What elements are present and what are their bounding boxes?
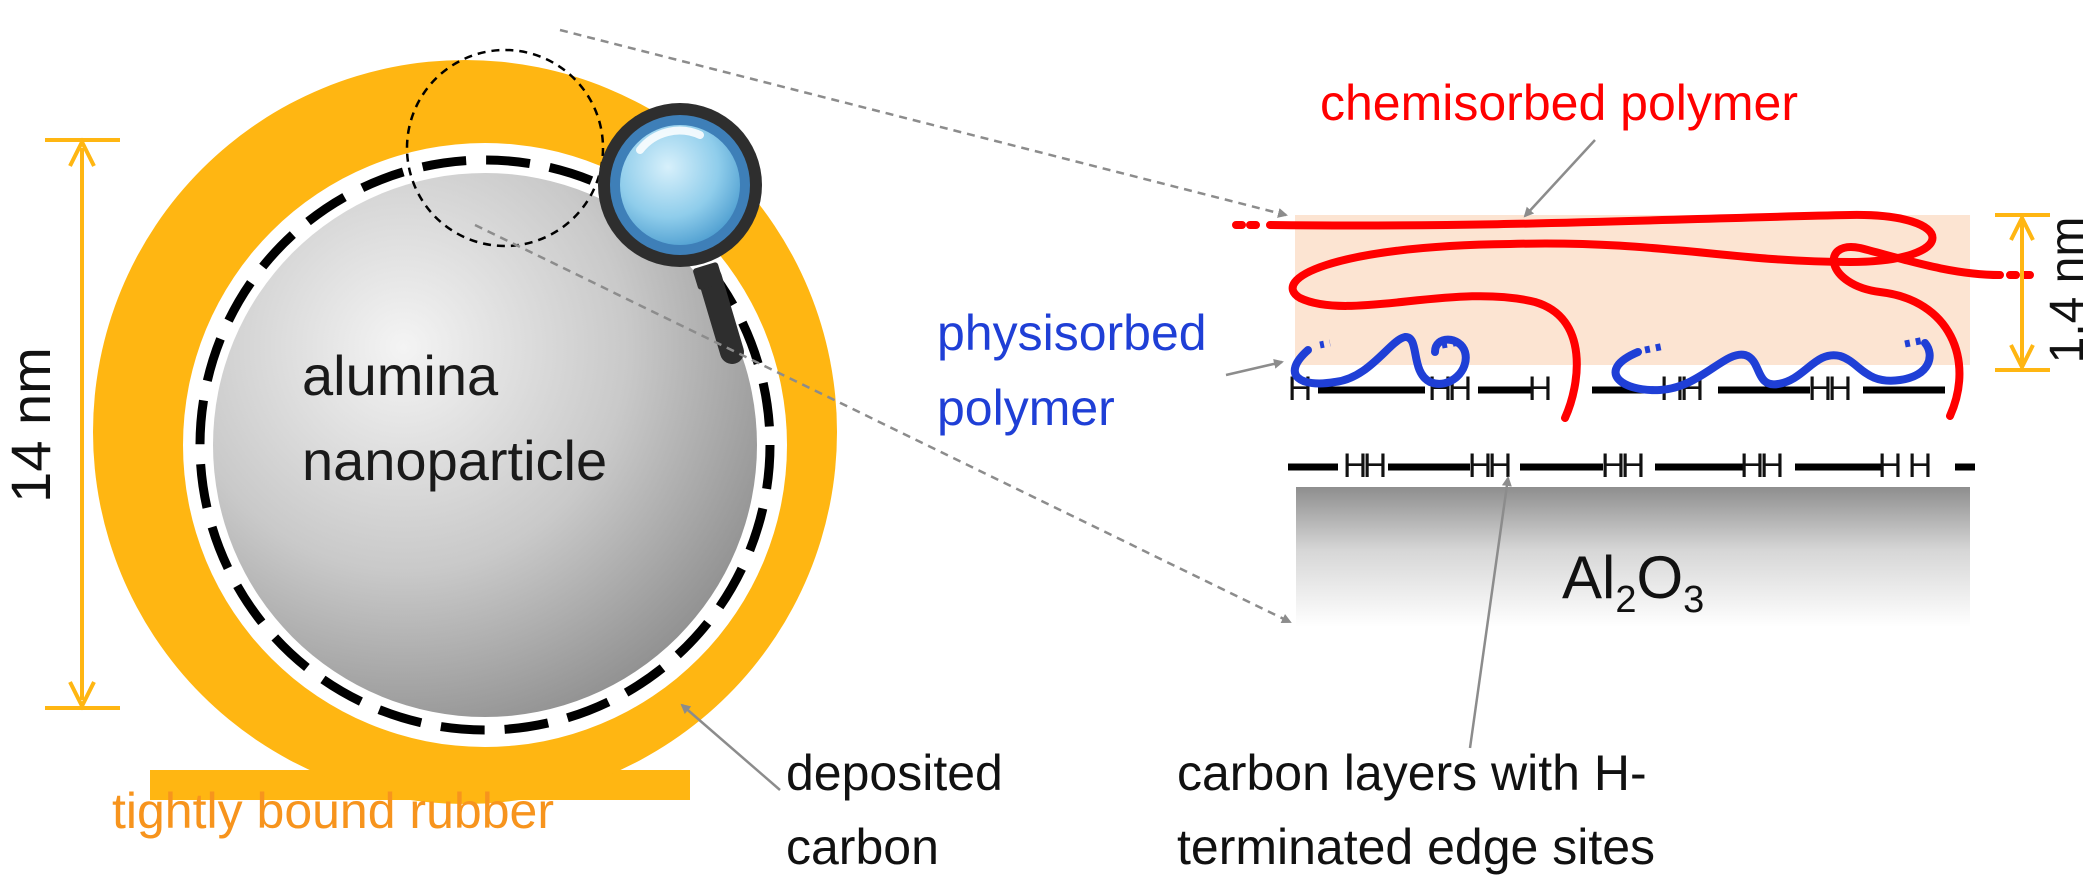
deposited-label-line2: carbon [786,819,939,875]
h-atom-label: H [1621,447,1646,485]
substrate-block [1296,487,1970,627]
carbon-layers-label-line2: terminated edge sites [1177,819,1655,875]
particle-label-line2: nanoparticle [302,429,607,492]
zoom-line-bottom [474,223,1292,624]
h-atom-label: H [1908,447,1933,485]
h-atom-label: H [1343,447,1368,485]
h-atom-label: H [1428,370,1453,408]
deposited-carbon-layer [195,155,775,735]
h-atom-label: H [1740,447,1765,485]
chemisorbed-polymer-loop [1829,243,2004,420]
chemisorbed-polymer-chain [1266,210,1937,422]
thickness-label: 1.4 nm [2041,217,2094,364]
physisorbed-end-4 [1904,336,1926,348]
carbon-layers-label-line1: carbon layers with H- [1177,745,1647,801]
physisorbed-end-1 [1319,339,1331,349]
deposited-carbon-pointer [680,703,781,791]
physisorbed-label-line1: physisorbed [937,305,1207,361]
diameter-dimension [45,137,120,711]
deposited-label-line1: deposited [786,745,1003,801]
h-atom-label: H [1363,447,1388,485]
h-atom-label: H [1468,447,1493,485]
thickness-dimension [1995,213,2050,372]
chemisorbed-pointer [1523,139,1596,218]
substrate-label: Al2O3 [1562,544,1704,621]
h-atom-label: H [1601,447,1626,485]
h-atom-label: H [1760,447,1785,485]
physisorbed-label-line2: polymer [937,380,1115,436]
chemisorbed-label: chemisorbed polymer [1320,75,1798,131]
h-atom-label: H [1878,447,1903,485]
physisorbed-polymer-chain-left [1290,333,1470,388]
zoom-region [405,48,605,248]
h-atom-label: H [1828,370,1853,408]
physisorbed-end-2 [1441,338,1461,349]
magnifier-icon [598,103,762,364]
alumina-sphere [213,173,757,717]
physisorbed-pointer [1225,358,1284,377]
carbon-layers-pointer [1468,476,1512,749]
physisorbed-end-3 [1644,342,1666,354]
h-atom-label: H [1528,370,1553,408]
h-atom-label: H [1808,370,1833,408]
bound-rubber-label: tightly bound rubber [112,783,554,839]
physisorbed-polymer-chain-right [1611,339,1934,395]
diameter-label: 14 nm [0,347,62,503]
particle-label-line1: alumina [302,344,499,407]
